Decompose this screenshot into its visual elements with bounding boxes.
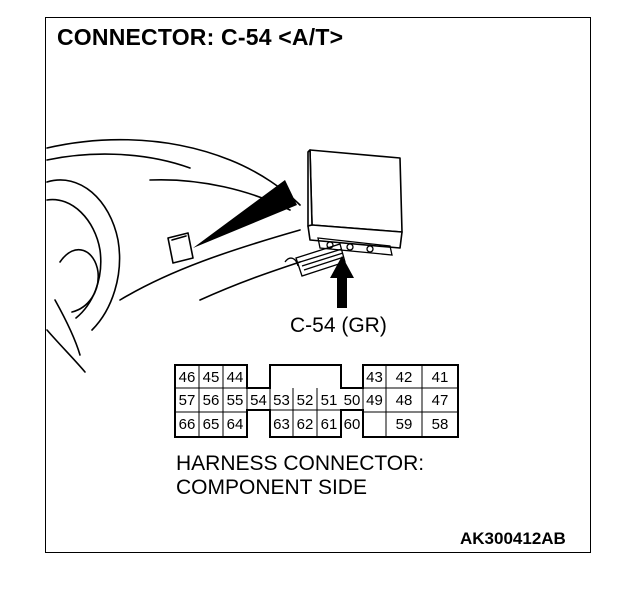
pin-57: 57 xyxy=(178,392,196,409)
steering-arc-inner xyxy=(46,198,102,319)
pin-60: 60 xyxy=(343,416,361,433)
steering-arc-3 xyxy=(59,249,99,313)
caption-line-2: COMPONENT SIDE xyxy=(176,476,367,499)
panel-lower xyxy=(199,261,301,301)
pin-54: 54 xyxy=(250,392,267,409)
pin-45: 45 xyxy=(202,369,220,386)
dash-upper-curve xyxy=(46,153,191,169)
connector-callout-label: C-54 (GR) xyxy=(290,314,387,337)
pin-43: 43 xyxy=(366,369,383,386)
dash-left-line-2 xyxy=(54,299,81,356)
figure-frame xyxy=(45,17,591,553)
pointer-wedge xyxy=(193,180,297,248)
connector-grid xyxy=(175,365,458,437)
pin-53: 53 xyxy=(273,392,290,409)
caption-line-1: HARNESS CONNECTOR: xyxy=(176,452,425,475)
connector-face xyxy=(174,364,459,438)
pin-50: 50 xyxy=(343,392,361,409)
pin-61: 61 xyxy=(320,416,338,433)
pin-64: 64 xyxy=(226,416,244,433)
pin-58: 58 xyxy=(431,416,449,433)
dash-left-line xyxy=(46,329,86,373)
up-arrow xyxy=(330,256,354,308)
pin-48: 48 xyxy=(395,392,413,409)
location-box xyxy=(167,232,194,264)
pin-56: 56 xyxy=(202,392,220,409)
dash-top-curve xyxy=(46,138,301,206)
dash-lower-edge xyxy=(119,229,301,301)
pin-59: 59 xyxy=(395,416,413,433)
harness-caption: HARNESS CONNECTOR: COMPONENT SIDE xyxy=(176,452,424,500)
figure-code: AK300412AB xyxy=(460,529,566,548)
connector-title: CONNECTOR: C-54 <A/T> xyxy=(57,24,344,50)
pin-65: 65 xyxy=(202,416,220,433)
pin-66: 66 xyxy=(178,416,196,433)
pin-47: 47 xyxy=(431,392,449,409)
pin-49: 49 xyxy=(366,392,383,409)
pin-41: 41 xyxy=(431,369,449,386)
pin-55: 55 xyxy=(226,392,244,409)
pin-44: 44 xyxy=(226,369,244,386)
pin-63: 63 xyxy=(273,416,290,433)
ecu-module xyxy=(307,149,403,249)
pin-52: 52 xyxy=(296,392,314,409)
pin-46: 46 xyxy=(178,369,196,386)
pin-62: 62 xyxy=(296,416,314,433)
pin-42: 42 xyxy=(395,369,413,386)
pin-51: 51 xyxy=(320,392,338,409)
steering-arc-outer xyxy=(46,179,121,331)
